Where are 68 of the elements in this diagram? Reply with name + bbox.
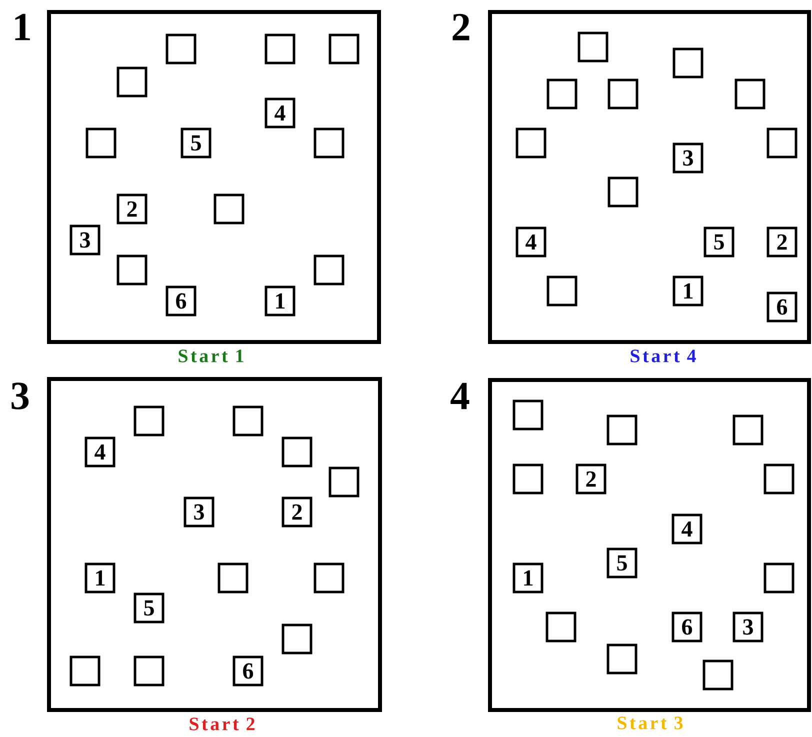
numbered-box: 6 [672,612,702,642]
empty-box [578,32,608,62]
empty-box [764,562,794,594]
numbered-box: 4 [84,436,116,468]
numbered-box: 6 [766,292,798,322]
empty-box [116,66,148,98]
panel-number: 4 [450,382,470,410]
empty-box [70,656,100,686]
numbered-box: 1 [84,562,116,594]
numbered-box: 6 [232,656,264,686]
empty-box [314,562,344,594]
numbered-box: 3 [70,224,100,256]
numbered-box: 4 [516,226,546,258]
numbered-box: 3 [672,142,704,174]
empty-box [314,254,344,286]
empty-box [734,78,766,110]
empty-box [282,436,312,468]
empty-box [702,660,734,690]
empty-box [218,562,248,594]
panel-label: Start 1 [178,350,244,362]
empty-box [134,406,164,436]
empty-box [86,128,116,158]
numbered-box: 5 [180,128,212,158]
empty-box [764,464,794,494]
numbered-box: 6 [166,286,196,316]
panel-label: Start 3 [618,716,683,730]
numbered-box: 2 [576,464,606,494]
empty-box [214,194,244,224]
empty-box [606,414,638,446]
panel-label: Start 4 [630,350,696,362]
empty-box [606,644,638,674]
empty-box [512,400,544,430]
numbered-box: 5 [704,226,734,258]
empty-box [328,466,360,498]
empty-box [232,406,264,436]
empty-box [282,624,312,654]
empty-box [116,254,148,286]
empty-box [546,276,578,306]
numbered-box: 1 [512,562,544,594]
numbered-box: 2 [282,496,312,528]
empty-box [672,48,704,78]
empty-box [264,34,296,64]
panel-number: 2 [452,14,470,40]
empty-box [546,612,576,642]
numbered-box: 5 [606,548,638,578]
panel-label: Start 2 [190,718,254,730]
numbered-box: 2 [116,194,148,224]
empty-box [134,656,164,686]
empty-box [608,176,638,208]
panel-number: 1 [15,14,30,40]
empty-box [732,414,764,446]
numbered-box: 2 [766,226,798,258]
empty-box [516,128,546,158]
numbered-box: 3 [732,612,764,642]
empty-box [608,78,638,110]
numbered-box: 4 [672,514,702,544]
empty-box [166,34,196,64]
numbered-box: 3 [184,496,214,528]
empty-box [546,78,578,110]
numbered-box: 5 [134,592,164,624]
panel-number: 3 [12,382,29,410]
empty-box [328,34,360,64]
numbered-box: 1 [264,286,296,316]
empty-box [512,464,544,494]
numbered-box: 1 [672,276,704,306]
empty-box [314,128,344,158]
empty-box [766,128,798,158]
numbered-box: 4 [264,98,296,128]
